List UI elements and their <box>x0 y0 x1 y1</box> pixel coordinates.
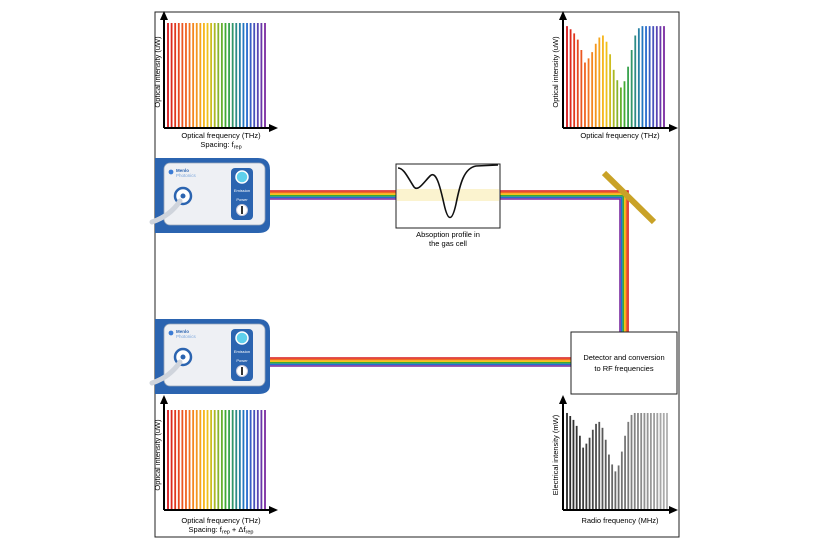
detector-label-line1: Detector and conversion <box>583 353 664 362</box>
fiber-cable <box>149 359 183 386</box>
power-label: Power <box>236 358 248 363</box>
spectrum-bottom-left-lines <box>167 410 266 509</box>
fiber-port-center <box>180 354 186 360</box>
beam-line <box>270 190 629 332</box>
emission-indicator-icon <box>235 331 249 345</box>
fiber-cable <box>149 198 183 225</box>
emission-label: Emission <box>234 349 250 354</box>
absorption-profile-curve <box>397 164 499 219</box>
y-axis-label: Electrical intensity (mW) <box>551 414 560 495</box>
laser-device-top: Menlo Photonics Emission Power <box>149 158 270 233</box>
control-strip <box>231 168 253 220</box>
y-axis-arrow <box>160 11 168 20</box>
x-axis-label: Radio frequency (MHz) <box>581 516 659 525</box>
key-slot-icon <box>241 206 243 214</box>
spectrum-top-right: Optical intensity (uW) Optical frequency… <box>551 11 678 140</box>
laser-beams <box>270 190 629 367</box>
brand-line2: Photonics <box>176 334 197 339</box>
control-strip <box>231 329 253 381</box>
power-label: Power <box>236 197 248 202</box>
y-axis-arrow <box>559 395 567 404</box>
y-axis-arrow <box>160 395 168 404</box>
gas-cell-caption-line1: Absoption profile in <box>416 230 480 239</box>
x-axis-arrow <box>269 124 278 132</box>
emission-indicator-icon <box>235 170 249 184</box>
x-axis-arrow <box>669 124 678 132</box>
detector: Detector and conversion to RF frequencie… <box>570 331 678 395</box>
spectrum-top-left-lines <box>167 23 266 127</box>
beam-line <box>270 196 623 332</box>
spectrum-bottom-right: Electrical intensity (mW) Radio frequenc… <box>551 395 678 525</box>
detector-label-line2: to RF frequencies <box>594 364 653 373</box>
outer-frame <box>154 11 680 538</box>
brand-logo-icon <box>168 330 174 336</box>
mirror <box>601 170 657 225</box>
spacing-note: Spacing: frep <box>200 140 241 151</box>
gas-cell-caption-line2: the gas cell <box>429 239 467 248</box>
gas-cell-beam <box>397 189 499 201</box>
spacing-note: Spacing: frep + Δfrep <box>189 525 254 536</box>
emission-label: Emission <box>234 188 250 193</box>
x-axis-arrow <box>669 506 678 514</box>
beam-line <box>270 198 621 332</box>
y-axis-arrow <box>559 11 567 20</box>
y-axis-label: Optical intensity (uW) <box>153 36 162 108</box>
y-axis-label: Optical intensity (uW) <box>153 419 162 491</box>
brand-line1: Menlo <box>176 329 189 334</box>
x-axis-label: Optical frequency (THz) <box>181 131 261 140</box>
spectrum-bottom-left: Optical intensity (uW) Optical frequency… <box>153 395 278 536</box>
y-axis-label: Optical intensity (uW) <box>551 36 560 108</box>
x-axis-label: Optical frequency (THz) <box>181 516 261 525</box>
spectrum-bottom-right-lines <box>566 412 668 509</box>
detector-box <box>570 331 678 395</box>
x-axis-arrow <box>269 506 278 514</box>
fiber-port-center <box>180 193 186 199</box>
brand-line2: Photonics <box>176 173 197 178</box>
x-axis-label: Optical frequency (THz) <box>580 131 660 140</box>
spectrum-top-right-lines <box>566 26 665 127</box>
spectrum-top-left: Optical intensity (uW) Optical frequency… <box>153 11 278 151</box>
key-slot-icon <box>241 367 243 375</box>
laser-device-bottom: Menlo Photonics Emission Power <box>149 319 270 394</box>
gas-cell: Absoption profile in the gas cell <box>395 163 501 248</box>
brand-logo-icon <box>168 169 174 175</box>
brand-line1: Menlo <box>176 168 189 173</box>
